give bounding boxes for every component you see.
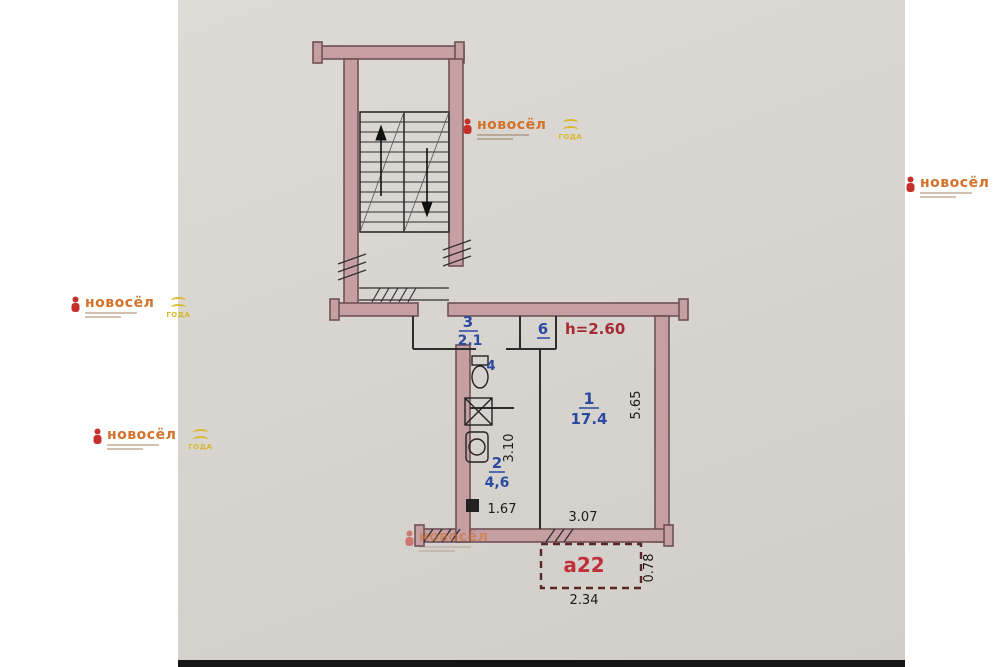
balcony-label: а22 bbox=[563, 553, 604, 577]
dim-living-height: 5.65 bbox=[629, 391, 644, 420]
stove-icon bbox=[464, 397, 493, 426]
landing-lines bbox=[359, 287, 449, 301]
landing-hatch bbox=[371, 287, 417, 303]
room-living-area: 17.4 bbox=[570, 410, 607, 428]
wall-opening-hatches bbox=[337, 239, 574, 543]
room-wc-number: 4 bbox=[486, 359, 495, 374]
room-hall-area: 2.1 bbox=[458, 333, 483, 349]
photo-bottom-edge bbox=[178, 660, 905, 667]
room-closet-number: 6 bbox=[538, 320, 548, 338]
room-living-number: 1 bbox=[583, 389, 594, 408]
dim-balcony-depth: 0.78 bbox=[642, 554, 657, 583]
room-kitchen-area: 4,6 bbox=[485, 475, 510, 491]
room-kitchen-number: 2 bbox=[492, 454, 502, 472]
partitions bbox=[412, 316, 557, 529]
dim-kitchen-height: 3.10 bbox=[502, 434, 517, 463]
balcony-outline bbox=[539, 542, 643, 590]
dim-kitchen-width: 1.67 bbox=[488, 502, 517, 517]
vent-icon bbox=[466, 499, 479, 512]
toilet-icon bbox=[471, 355, 489, 389]
stair-arrow-up-icon bbox=[375, 124, 387, 196]
staircase bbox=[359, 111, 450, 303]
ceiling-height-note: h=2.60 bbox=[565, 320, 625, 338]
dim-balcony-width: 2.34 bbox=[570, 593, 599, 608]
stair-arrow-down-icon bbox=[421, 148, 433, 218]
dim-living-width: 3.07 bbox=[569, 510, 598, 525]
water-heater-icon bbox=[465, 431, 489, 463]
walls bbox=[312, 41, 689, 547]
room-hall-number: 3 bbox=[463, 313, 473, 331]
